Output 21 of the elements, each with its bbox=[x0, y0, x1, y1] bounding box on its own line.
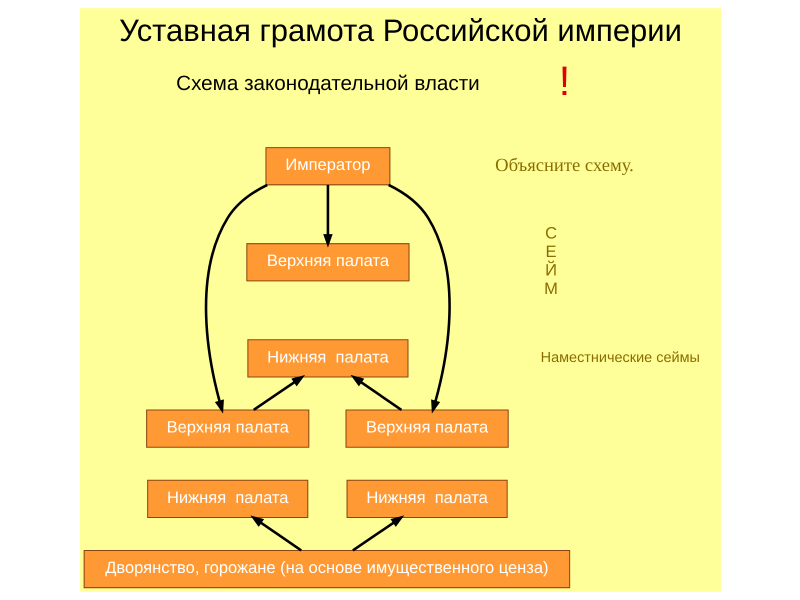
node-box: Нижняя палата bbox=[246, 339, 408, 378]
node-box: Верхняя палата bbox=[246, 243, 410, 282]
node-box: Верхняя палата bbox=[344, 410, 508, 448]
diagram-title: Уставная грамота Российской империи bbox=[118, 13, 682, 48]
label: ! bbox=[558, 58, 570, 104]
arrow bbox=[252, 374, 305, 411]
label: СЕЙМ bbox=[544, 223, 558, 298]
arrow bbox=[250, 515, 302, 552]
arrow bbox=[388, 184, 450, 414]
label: Наместнические сеймы bbox=[540, 350, 700, 366]
label: Схема законодательной власти bbox=[176, 72, 480, 95]
node-box: Верхняя палата bbox=[146, 410, 309, 448]
node-box: Нижняя палата bbox=[346, 480, 508, 518]
node-box: Нижняя палата bbox=[146, 480, 308, 518]
arrow bbox=[350, 374, 402, 411]
arrow bbox=[322, 184, 332, 248]
label: Объясните схему. bbox=[494, 154, 634, 176]
arrow bbox=[352, 515, 404, 552]
arrow bbox=[204, 184, 268, 414]
node-box: Император bbox=[264, 147, 390, 186]
node-box: Дворянство, горожане (на основе имущественного ценза) bbox=[83, 550, 570, 588]
